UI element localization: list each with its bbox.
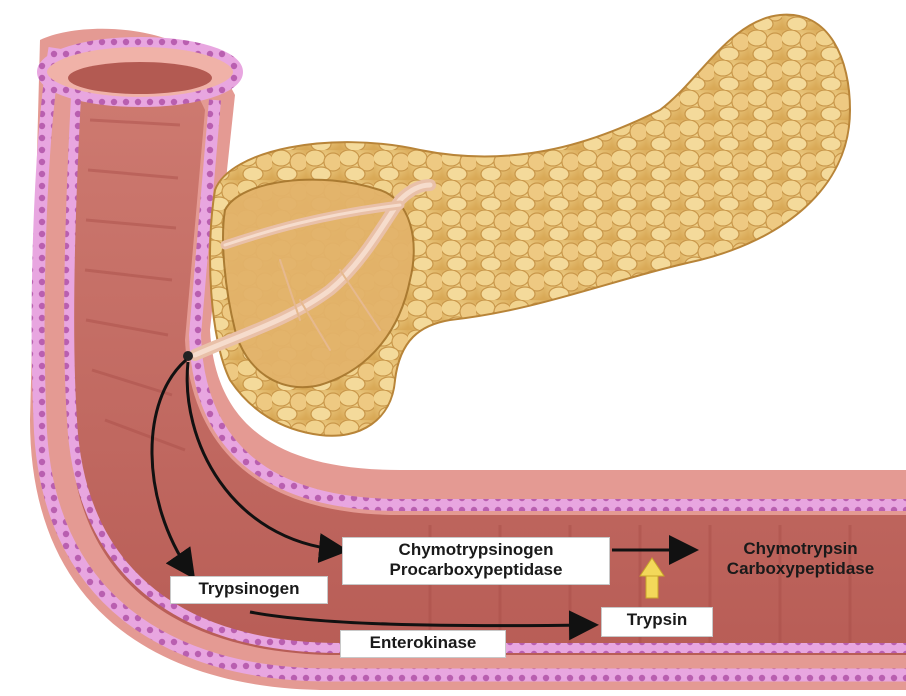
label-chymotrypsinogen-group: Chymotrypsinogen Procarboxypeptidase	[342, 537, 610, 585]
label-procarboxypeptidase: Procarboxypeptidase	[349, 560, 603, 580]
pancreas	[183, 15, 850, 436]
label-chymotrypsinogen: Chymotrypsinogen	[349, 540, 603, 560]
label-trypsinogen: Trypsinogen	[170, 576, 328, 604]
label-trypsin: Trypsin	[601, 607, 713, 637]
label-chymotrypsin-group: Chymotrypsin Carboxypeptidase	[698, 537, 903, 585]
label-chymotrypsin: Chymotrypsin	[704, 539, 897, 559]
label-carboxypeptidase: Carboxypeptidase	[704, 559, 897, 579]
label-enterokinase: Enterokinase	[340, 630, 506, 658]
